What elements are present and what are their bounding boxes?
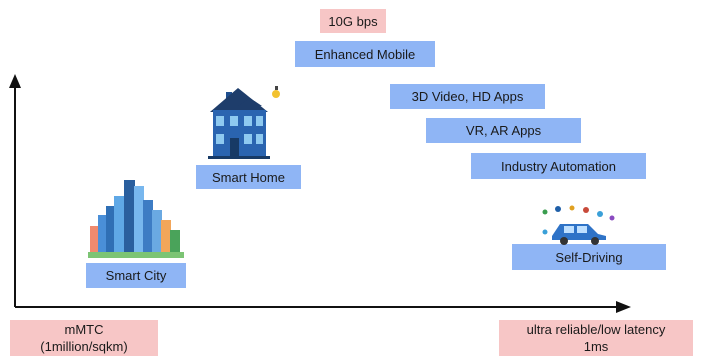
industry-automation-label: Industry Automation [471,153,646,179]
low-latency-line1: ultra reliable/low latency [526,322,666,337]
smart-home-label: Smart Home [196,165,301,189]
x-axis-arrowhead [616,301,631,313]
self-driving-label: Self-Driving [512,244,666,270]
enhanced-mobile-label: Enhanced Mobile [295,41,435,67]
mmtc-label: mMTC (1million/sqkm) [10,320,158,356]
top-bandwidth-label: 10G bps [320,9,386,33]
smart-city-label: Smart City [86,263,186,288]
y-axis-arrowhead [9,74,21,88]
video-apps-label: 3D Video, HD Apps [390,84,545,109]
low-latency-line2: 1ms [583,339,609,354]
mmtc-line2: (1million/sqkm) [40,339,128,354]
low-latency-label: ultra reliable/low latency 1ms [499,320,693,356]
vr-ar-apps-label: VR, AR Apps [426,118,581,143]
mmtc-line1: mMTC [64,322,104,337]
